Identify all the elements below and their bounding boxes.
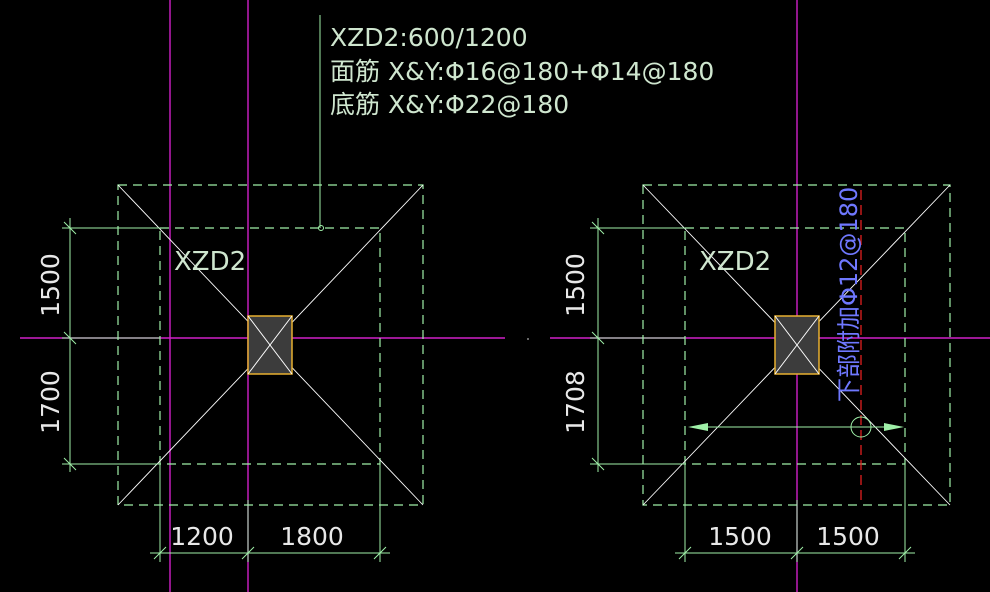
dim-text: 1500: [561, 253, 590, 317]
dim-text: 1200: [170, 522, 234, 551]
rebar-marker-circle: [850, 416, 872, 438]
dim-text: 1800: [280, 522, 344, 551]
dim-text: 1708: [561, 370, 590, 434]
column-diagonal: [774, 315, 820, 375]
center-dot: [527, 338, 529, 340]
annotation-leader: [318, 15, 324, 231]
dim-tick: [591, 221, 605, 235]
annotation-line-2: 面筋 X&Y:Φ16@180+Φ14@180: [330, 57, 714, 86]
dim-tick: [678, 546, 692, 560]
footing-tag: XZD2: [174, 247, 246, 277]
annotation-line-1: XZD2:600/1200: [330, 23, 528, 52]
column-cross: [247, 315, 293, 375]
right-footing: XZD2 下部附加Φ12@180 1500 1708: [561, 184, 951, 562]
dim-tick: [63, 221, 77, 235]
dim-text: 1500: [36, 253, 65, 317]
dim-tick: [153, 546, 167, 560]
footing-tag: XZD2: [699, 247, 771, 277]
dim-tick: [591, 331, 605, 345]
additional-rebar-line: [688, 416, 904, 438]
vertical-dimension: [590, 218, 685, 472]
footing-inner-outline: [159, 227, 381, 465]
vertical-dimension: [62, 218, 160, 472]
dim-tick: [591, 457, 605, 471]
dim-tick: [373, 546, 387, 560]
dim-tick: [898, 546, 912, 560]
column-cross: [774, 315, 820, 375]
dim-tick: [63, 331, 77, 345]
dim-text: 1700: [36, 370, 65, 434]
dim-tick: [790, 546, 804, 560]
footing-inner-outline: [684, 227, 906, 465]
dim-tick: [63, 457, 77, 471]
leader-dot: [318, 225, 324, 231]
left-footing: XZD2 1500 1700 1200 1800: [36, 15, 424, 562]
rebar-arrow-left: [688, 423, 708, 431]
rebar-arrow-right: [884, 423, 904, 431]
footing-outer-outline: [117, 184, 424, 506]
horizontal-dimension: [675, 464, 915, 562]
dim-text: 1500: [708, 522, 772, 551]
rebar-note: 下部附加Φ12@180: [835, 187, 863, 402]
column-diagonal: [247, 315, 293, 375]
annotation-line-3: 底筋 X&Y:Φ22@180: [330, 90, 569, 119]
annotation-block: XZD2:600/1200 面筋 X&Y:Φ16@180+Φ14@180 底筋 …: [330, 23, 714, 119]
dim-tick: [241, 546, 255, 560]
horizontal-dimension: [150, 464, 390, 562]
dim-text: 1500: [816, 522, 880, 551]
